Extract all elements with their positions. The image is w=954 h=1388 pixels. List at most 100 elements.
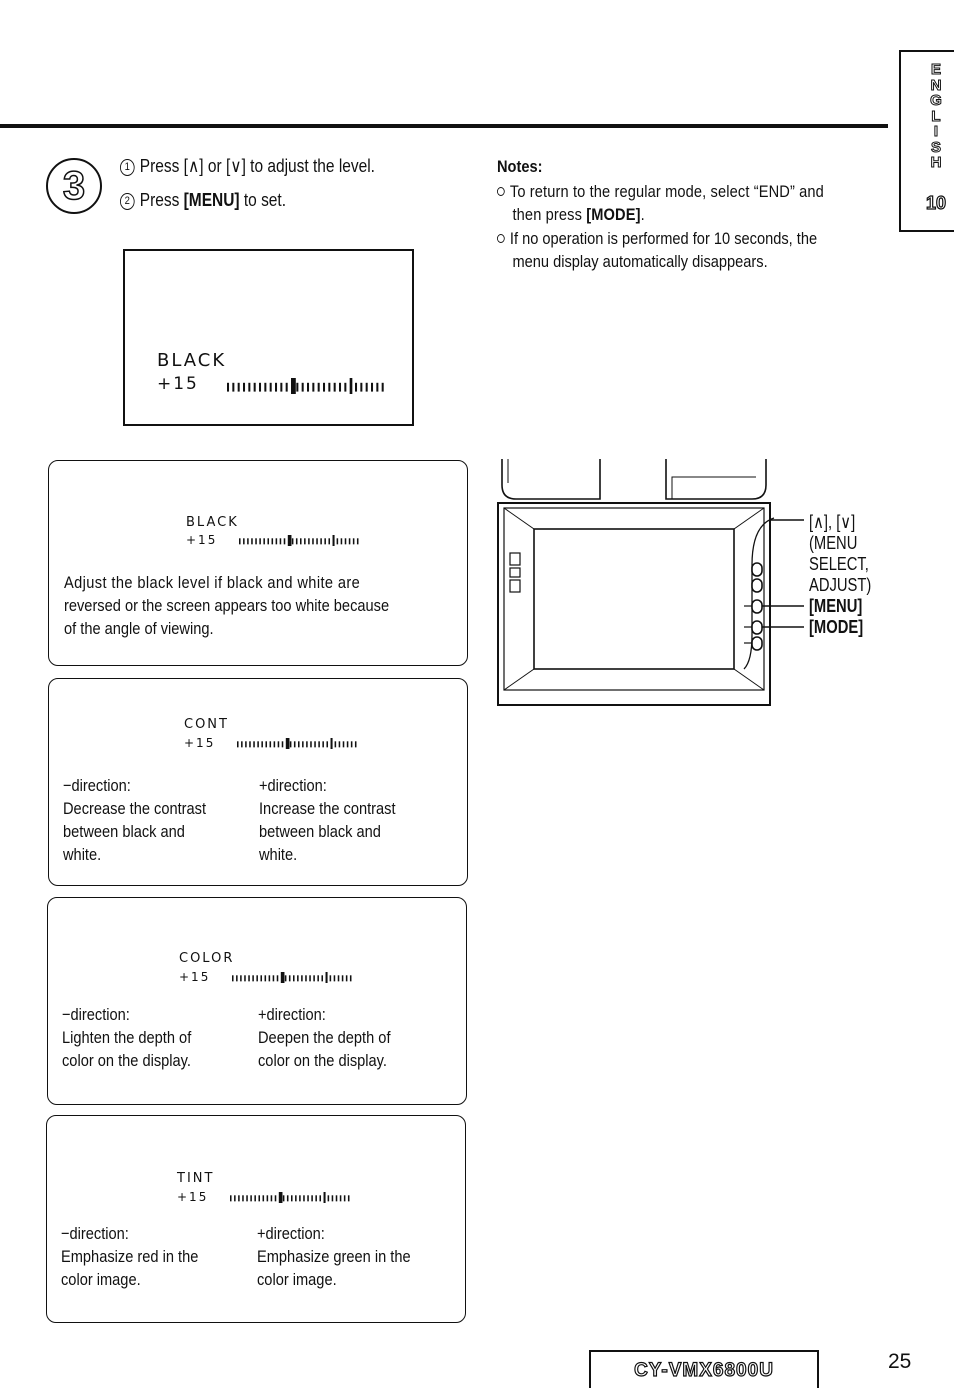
panel-tint: [46, 1115, 466, 1323]
level-tick: [323, 1192, 326, 1203]
level-tick: [335, 1195, 338, 1202]
level-tick: [253, 382, 256, 392]
level-tick: [240, 975, 242, 982]
text-line: between black and: [259, 822, 381, 841]
level-tick: [270, 1195, 273, 1202]
side-tab-letter: E: [930, 61, 941, 78]
level-tick: [269, 382, 272, 392]
level-tick: [320, 538, 322, 545]
level-tick: [354, 741, 357, 748]
text-line: color image.: [257, 1270, 337, 1289]
bullet-icon: [497, 187, 505, 196]
plus-direction-title: +direction:: [258, 1005, 326, 1024]
level-tick: [273, 741, 276, 748]
level-tick: [285, 738, 290, 749]
level-tick: [274, 1195, 277, 1202]
level-tick: [345, 975, 348, 982]
level-tick: [344, 382, 347, 392]
level-tick: [244, 975, 246, 982]
level-tick: [298, 741, 300, 748]
level-tick: [238, 1195, 240, 1202]
side-tab-letter: H: [930, 154, 942, 171]
mode-key-label: [MODE]: [809, 617, 864, 637]
level-tick: [239, 538, 241, 545]
level-tick: [291, 538, 294, 545]
level-tick: [322, 741, 324, 748]
level-tick: [247, 538, 249, 545]
level-tick: [291, 1195, 293, 1202]
level-tick: [232, 382, 235, 392]
level-tick: [248, 382, 251, 392]
level-tick: [338, 741, 341, 748]
panel-osd-label: CONT: [184, 717, 229, 732]
panel-osd-label: COLOR: [179, 951, 235, 966]
level-tick: [347, 1195, 350, 1202]
level-tick: [349, 975, 352, 982]
panel-level-bar: [237, 738, 357, 749]
level-tick: [271, 538, 274, 545]
top-rule: [0, 124, 888, 128]
level-tick: [260, 975, 263, 982]
level-tick: [255, 538, 257, 545]
bullet-icon: [497, 234, 505, 243]
level-tick: [350, 741, 353, 748]
level-tick: [280, 382, 283, 392]
instruction-number: 2: [120, 193, 135, 210]
level-tick: [253, 741, 255, 748]
level-tick: [259, 538, 261, 545]
level-tick: [254, 1195, 256, 1202]
level-tick: [251, 538, 253, 545]
level-tick: [302, 741, 304, 748]
level-tick: [360, 382, 363, 392]
level-tick: [355, 382, 358, 392]
plus-direction-column: +direction: Deepen the depth of color on…: [258, 1003, 391, 1072]
text-line: white.: [259, 845, 298, 864]
minus-direction-column: −direction: Lighten the depth of color o…: [62, 1003, 191, 1072]
panel-osd-value: +15: [186, 533, 218, 547]
level-tick: [299, 1195, 301, 1202]
text-line: color on the display.: [62, 1051, 191, 1070]
side-tab-number: 10: [925, 192, 947, 213]
notes-title: Notes:: [497, 157, 543, 176]
text-line: Deepen the depth of: [258, 1028, 391, 1047]
level-tick: [340, 538, 343, 545]
level-tick: [332, 535, 335, 546]
level-tick: [241, 741, 243, 748]
level-tick: [318, 741, 320, 748]
level-tick: [344, 538, 347, 545]
level-tick: [237, 382, 240, 392]
level-tick: [286, 1195, 289, 1202]
level-tick: [311, 1195, 313, 1202]
level-tick: [261, 741, 263, 748]
text-line: color on the display.: [258, 1051, 387, 1070]
level-tick: [333, 975, 336, 982]
side-tab-letters: E N G L I S H: [927, 62, 945, 171]
osd-level-bar: [227, 378, 384, 394]
level-tick: [230, 1195, 232, 1202]
level-tick: [327, 1195, 330, 1202]
text-line: between black and: [63, 822, 185, 841]
level-tick: [346, 741, 349, 748]
text-line: Emphasize green in the: [257, 1247, 411, 1266]
panel-black: [48, 460, 468, 666]
level-tick: [349, 378, 353, 394]
step-number-circle: 3: [46, 158, 102, 214]
text-line: of the angle of viewing.: [64, 619, 214, 638]
level-tick: [234, 1195, 236, 1202]
level-tick: [300, 538, 302, 545]
level-tick: [288, 975, 291, 982]
level-tick: [245, 741, 247, 748]
level-tick: [237, 741, 239, 748]
text-line: SELECT,: [809, 554, 869, 574]
level-tick: [248, 975, 250, 982]
level-tick: [329, 975, 332, 982]
level-tick: [301, 975, 303, 982]
minus-direction-column: −direction: Decrease the contrast betwee…: [63, 774, 206, 866]
level-tick: [313, 975, 315, 982]
menu-key-label: [MENU]: [809, 596, 863, 616]
level-bar-ticks: [232, 972, 352, 983]
level-tick: [272, 975, 275, 982]
level-tick: [263, 538, 265, 545]
level-tick: [266, 1195, 269, 1202]
